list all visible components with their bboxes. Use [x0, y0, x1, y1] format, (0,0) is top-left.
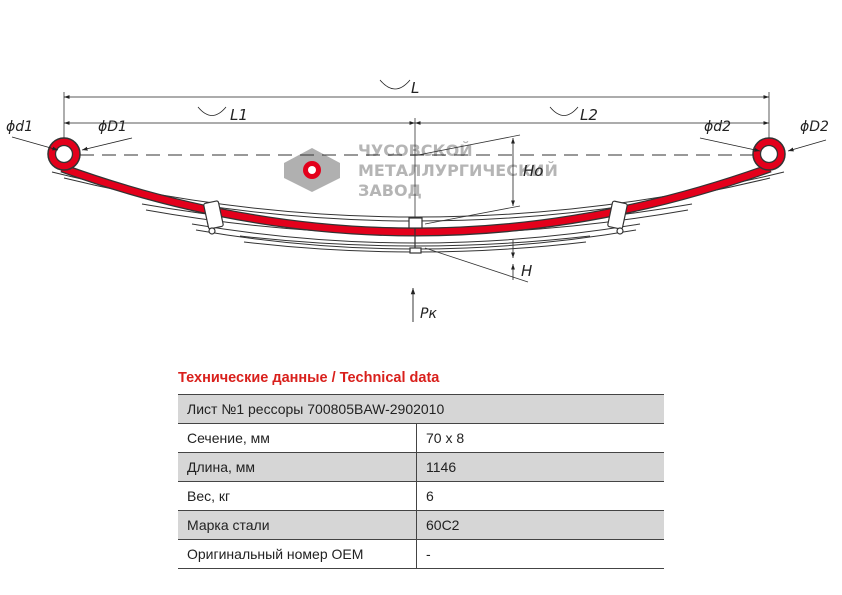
- label-Ho: Ho: [523, 162, 543, 180]
- dimension-L: L: [63, 79, 769, 99]
- label-L1: L1: [230, 106, 248, 124]
- logo-line-3: ЗАВОД: [358, 181, 422, 200]
- dimension-d2: ϕd2: [699, 119, 761, 152]
- label-H: H: [521, 262, 532, 280]
- load-arrow: Pк: [410, 288, 437, 322]
- label-L: L: [411, 79, 419, 97]
- label-d1: ϕd1: [6, 119, 33, 135]
- table-header-cell: Лист №1 рессоры 700805BAW-2902010: [178, 394, 664, 424]
- row-label: Длина, мм: [178, 452, 417, 482]
- table-row: Длина, мм 1146: [178, 452, 664, 482]
- row-label: Марка стали: [178, 510, 417, 540]
- right-eye: [752, 137, 786, 171]
- dimension-H: H: [424, 240, 532, 283]
- logo-line-2: МЕТАЛЛУРГИЧЕСКИЙ: [358, 161, 558, 180]
- label-D2: ϕD2: [800, 119, 829, 135]
- table-header-row: Лист №1 рессоры 700805BAW-2902010: [178, 394, 664, 424]
- technical-data-title: Технические данные / Technical data: [178, 370, 440, 386]
- table-row: Марка стали 60С2: [178, 510, 664, 540]
- label-L2: L2: [580, 106, 598, 124]
- center-bolt: [408, 217, 423, 254]
- row-value: 1146: [416, 452, 664, 482]
- dimension-D2: ϕD2: [787, 119, 829, 152]
- row-label: Оригинальный номер OEM: [178, 539, 417, 569]
- row-value: 70 х 8: [416, 423, 664, 453]
- dimension-Ho: Ho: [417, 134, 543, 225]
- dimension-D1: ϕD1: [81, 119, 133, 151]
- leaf-spring-drawing: ЧУСОВСКОЙ МЕТАЛЛУРГИЧЕСКИЙ ЗАВОД L L1 L2…: [6, 79, 829, 322]
- table-row: Вес, кг 6: [178, 481, 664, 511]
- label-D1: ϕD1: [98, 119, 127, 135]
- right-clamp: [607, 200, 628, 235]
- row-value: -: [416, 539, 664, 569]
- row-value: 60С2: [416, 510, 664, 540]
- left-eye: [47, 137, 81, 171]
- dimension-L2: L2: [415, 106, 769, 125]
- table-row: Оригинальный номер OEM -: [178, 539, 664, 569]
- company-logo: ЧУСОВСКОЙ МЕТАЛЛУРГИЧЕСКИЙ ЗАВОД: [284, 141, 558, 200]
- dimension-d1: ϕd1: [6, 119, 59, 151]
- left-clamp: [203, 200, 224, 235]
- label-Pk: Pк: [420, 306, 437, 322]
- row-label: Сечение, мм: [178, 423, 417, 453]
- label-d2: ϕd2: [704, 119, 731, 135]
- row-value: 6: [416, 481, 664, 511]
- table-row: Сечение, мм 70 х 8: [178, 423, 664, 453]
- row-label: Вес, кг: [178, 481, 417, 511]
- technical-data-table: Лист №1 рессоры 700805BAW-2902010 Сечени…: [178, 394, 664, 569]
- dimension-L1: L1: [63, 106, 415, 125]
